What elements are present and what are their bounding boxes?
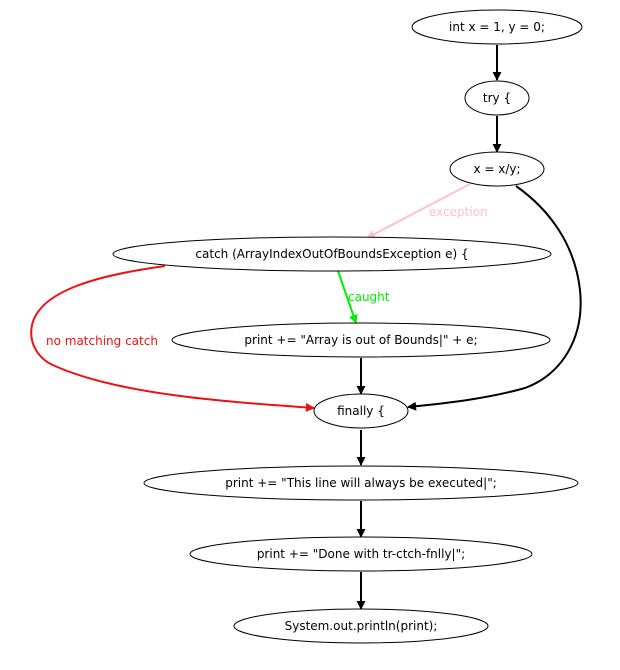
node-finally: finally { (313, 393, 409, 429)
node-print-bounds-label: print += "Array is out of Bounds|" + e; (244, 333, 477, 347)
node-print-done-label: print += "Done with tr-ctch-fnlly|"; (257, 547, 465, 561)
node-print-bounds: print += "Array is out of Bounds|" + e; (171, 322, 551, 358)
edge-label-exception: exception (429, 205, 488, 219)
edge-catch-to-finally-no-match (30, 265, 315, 412)
edge-catch-to-print-bounds-caught (337, 270, 358, 324)
node-try-label: try { (483, 91, 511, 105)
node-try: try { (464, 80, 530, 116)
node-print-always-label: print += "This line will always be execu… (225, 476, 497, 490)
node-catch: catch (ArrayIndexOutOfBoundsException e)… (112, 236, 552, 272)
node-init: int x = 1, y = 0; (411, 9, 583, 45)
edges (30, 45, 582, 610)
edge-divide-to-finally (407, 185, 582, 411)
node-finally-label: finally { (337, 404, 385, 418)
edge-label-caught: caught (348, 290, 390, 304)
node-print-done: print += "Done with tr-ctch-fnlly|"; (189, 536, 533, 572)
edge-label-no-matching-catch: no matching catch (46, 334, 158, 348)
node-catch-label: catch (ArrayIndexOutOfBoundsException e)… (195, 247, 468, 261)
node-println: System.out.println(print); (233, 608, 489, 644)
node-print-always: print += "This line will always be execu… (143, 465, 579, 501)
node-init-label: int x = 1, y = 0; (449, 20, 545, 34)
node-divide: x = x/y; (449, 151, 545, 187)
node-divide-label: x = x/y; (473, 162, 520, 176)
edge-divide-to-catch-exception (366, 183, 471, 239)
node-println-label: System.out.println(print); (285, 619, 438, 633)
